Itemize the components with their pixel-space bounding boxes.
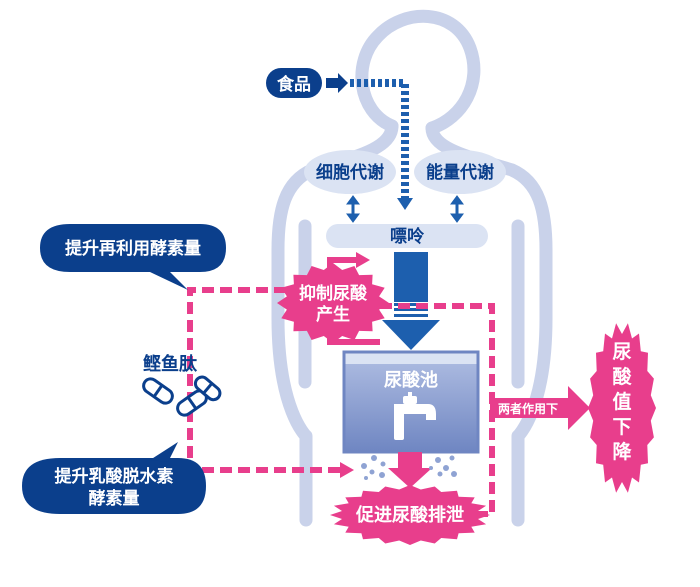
promote-excretion-burst: 促进尿酸排泄 (330, 485, 490, 545)
pink-right-arrow-icon (356, 252, 370, 268)
lactate-label-line2: 酵素量 (89, 488, 140, 509)
pink-arrowhead-icon (340, 462, 354, 478)
right-arrow-icon (326, 73, 348, 93)
purine-to-pool-arrow (382, 252, 440, 350)
bubbles-left (361, 455, 386, 480)
connector-reuse (187, 287, 342, 473)
inhibit-loop-arrow (327, 257, 380, 345)
down-arrow-icon (397, 198, 413, 210)
uric-down-char: 值 (612, 390, 631, 413)
double-arrow-icon-right (450, 195, 464, 223)
head-outline (355, 9, 481, 135)
energy-metabolism-label: 能量代谢 (426, 162, 494, 183)
pool-to-excretion-arrow (388, 452, 432, 488)
inhibit-label-line2: 产生 (316, 304, 350, 325)
peptide-node: 鲣鱼肽 (142, 353, 222, 417)
cell-metabolism-label: 细胞代谢 (316, 162, 384, 183)
double-arrow-icon-left (346, 195, 360, 223)
uric-down-char: 下 (612, 416, 631, 438)
food-to-purine-path (350, 79, 409, 200)
uric-down-char: 尿 (612, 341, 631, 363)
food-node: 食品 (266, 68, 348, 98)
food-label: 食品 (277, 74, 311, 95)
faucet-icon (394, 392, 436, 440)
both-act-arrow: 两者作用下 (490, 386, 590, 430)
peptide-label: 鲣鱼肽 (143, 353, 198, 375)
uric-down-char: 降 (612, 440, 632, 463)
promote-excretion-label: 促进尿酸排泄 (355, 504, 464, 526)
uric-down-char: 酸 (612, 365, 632, 388)
inhibit-production-burst: 抑制尿酸 产生 (277, 263, 389, 343)
energy-metabolism-node: 能量代谢 (414, 150, 506, 194)
both-act-label: 两者作用下 (498, 401, 558, 416)
lactate-label-line1: 提升乳酸脱水素 (55, 466, 174, 487)
lactate-enzyme-bubble: 提升乳酸脱水素 酵素量 (22, 442, 206, 514)
purine-node: 嘌呤 (326, 224, 488, 248)
purine-label: 嘌呤 (390, 226, 425, 247)
uric-pool-label: 尿酸池 (384, 369, 438, 391)
reuse-enzyme-bubble: 提升再利用酵素量 (40, 224, 226, 290)
cell-metabolism-node: 细胞代谢 (304, 150, 396, 194)
inhibit-label-line1: 抑制尿酸 (299, 283, 368, 304)
bubbles-right (429, 455, 457, 477)
capsule-icon (142, 375, 222, 417)
reuse-enzyme-label: 提升再利用酵素量 (65, 238, 201, 259)
